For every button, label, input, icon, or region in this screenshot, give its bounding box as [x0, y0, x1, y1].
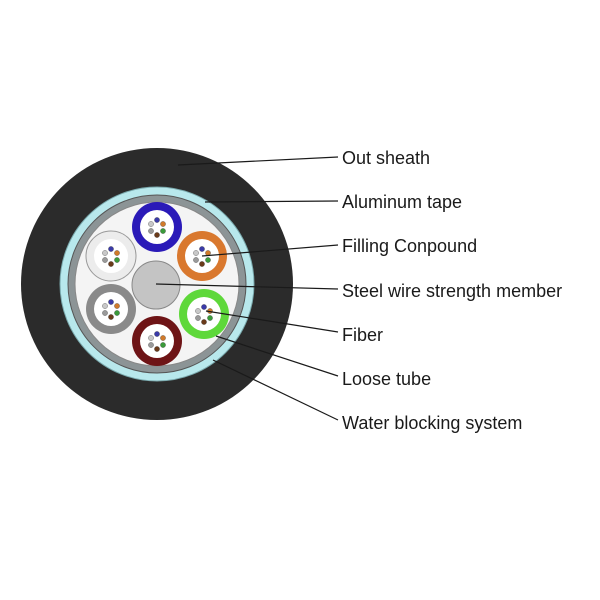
fiber-dot — [148, 221, 154, 227]
fiber-dot — [102, 310, 108, 316]
leader-fiber — [205, 310, 339, 333]
fiber-dot — [148, 342, 154, 348]
fiber-dot — [108, 299, 114, 305]
fiber-dot — [205, 257, 211, 263]
loose-tube-green — [179, 289, 229, 339]
fiber-dot — [154, 232, 160, 238]
leader-steel-wire — [155, 283, 339, 290]
fiber-dot — [114, 250, 120, 256]
fiber-dot — [114, 303, 120, 309]
fiber-dot — [148, 228, 154, 234]
fiber-dot — [201, 304, 207, 310]
fiber-dot — [201, 319, 207, 325]
loose-tube-white — [85, 230, 137, 282]
loose-tube-gray — [86, 284, 136, 334]
fiber-dot — [154, 331, 160, 337]
fiber-dot — [193, 250, 199, 256]
fiber-dot — [108, 261, 114, 267]
label-filling-compound: Filling Conpound — [342, 236, 477, 256]
fiber-dot — [114, 310, 120, 316]
fiber-dot — [160, 342, 166, 348]
fiber-dot — [108, 246, 114, 252]
label-water-blocking: Water blocking system — [342, 413, 522, 433]
fiber-dot — [114, 257, 120, 263]
leader-out-sheath — [177, 156, 339, 166]
callout-labels: Out sheath Aluminum tape Filling Conpoun… — [342, 148, 562, 433]
fiber-dot — [108, 314, 114, 320]
fiber-dot — [207, 315, 213, 321]
fiber-dot — [102, 250, 108, 256]
loose-tube-brown — [132, 316, 182, 366]
fiber-dot — [195, 308, 201, 314]
fiber-dots — [102, 217, 213, 352]
label-loose-tube: Loose tube — [342, 369, 431, 389]
leader-filling-compound — [201, 244, 339, 257]
label-steel-wire: Steel wire strength member — [342, 281, 562, 301]
fiber-dot — [195, 315, 201, 321]
fiber-dot — [154, 346, 160, 352]
fiber-dot — [199, 246, 205, 252]
loose-tube-blue — [132, 202, 182, 252]
label-out-sheath: Out sheath — [342, 148, 430, 168]
fiber-dot — [160, 335, 166, 341]
fiber-dot — [199, 261, 205, 267]
fiber-dot — [154, 217, 160, 223]
fiber-dot — [102, 257, 108, 263]
label-aluminum-tape: Aluminum tape — [342, 192, 462, 212]
fiber-dot — [148, 335, 154, 341]
leader-water-blocking — [212, 359, 339, 421]
leader-aluminum-tape — [204, 200, 339, 203]
fiber-dot — [193, 257, 199, 263]
fiber-dot — [160, 228, 166, 234]
cable-cross-section — [21, 148, 293, 420]
label-fiber: Fiber — [342, 325, 383, 345]
leader-loose-tube — [215, 335, 339, 377]
fiber-dot — [160, 221, 166, 227]
fiber-dot — [102, 303, 108, 309]
leader-lines — [155, 156, 339, 421]
